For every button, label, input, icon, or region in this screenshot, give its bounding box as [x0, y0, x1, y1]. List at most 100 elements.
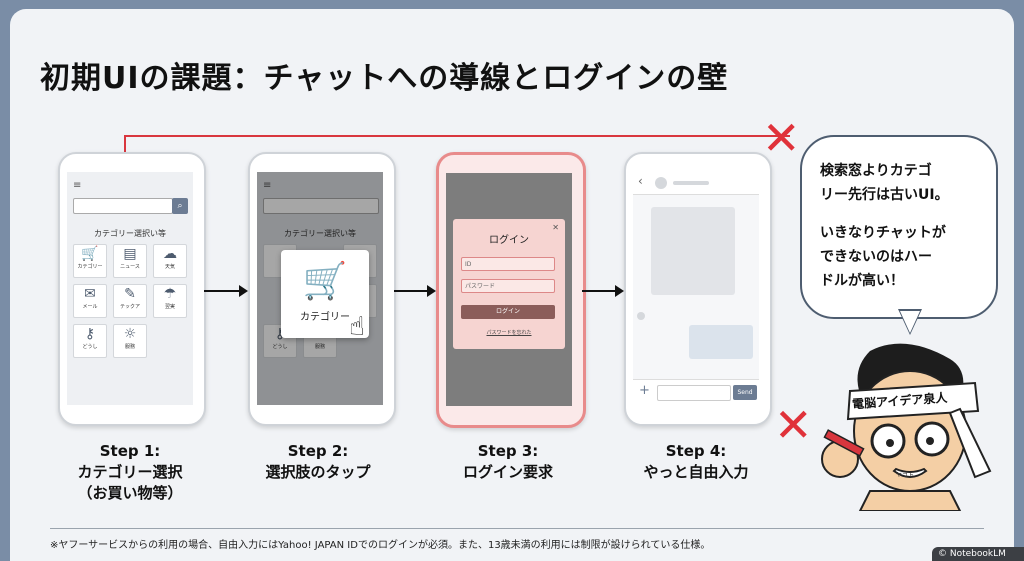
plus-icon[interactable]: +	[639, 383, 650, 398]
phone-step1: ≡ ⌕ カテゴリー選択い等 🛒 カテゴリー ▤ ニュース ☁ 天気 ✉ メール ✎ テック…	[58, 152, 206, 426]
step2-label: Step 2:	[287, 442, 349, 460]
chat-input[interactable]	[657, 385, 731, 401]
mail-icon: ✉	[84, 286, 96, 302]
character-illustration	[821, 343, 992, 511]
forgot-password-link[interactable]: パスワードを忘れた	[486, 330, 532, 336]
phone-step2: ≡ カテゴリー選択い等 ⚷どうし ☼服務 🛒 カテゴリー ☝	[248, 152, 396, 426]
footer-divider	[50, 528, 984, 529]
login-button[interactable]: ログイン	[461, 305, 555, 319]
step1-caption: Step 1: カテゴリー選択 （お買い物等）	[40, 441, 220, 504]
red-return-line-vertical	[124, 135, 126, 163]
search-input[interactable]	[73, 198, 173, 214]
slide-title: 初期UIの課題：チャットへの導線とログインの壁	[40, 61, 729, 96]
bubble-text-1-line2: リー先行は古いUI。	[820, 187, 949, 203]
category-cell-key[interactable]: ⚷どうし	[73, 324, 107, 358]
bubble-text-2: いきなりチャットが できないのはハー ドルが高い！	[820, 221, 946, 293]
bubble-text-2-line2: できないのはハー	[820, 249, 932, 265]
category-cell-label: カテゴリー	[77, 264, 103, 270]
id-field-placeholder: ID	[465, 261, 472, 268]
newspaper-icon: ▤	[123, 246, 137, 262]
category-cell-label: ニュース	[120, 264, 140, 270]
search-input[interactable]	[263, 198, 379, 214]
category-cell-cart[interactable]: 🛒 カテゴリー	[73, 244, 107, 278]
category-popup[interactable]: 🛒 カテゴリー	[281, 250, 369, 338]
umbrella-icon: ☂	[163, 286, 177, 302]
cart-icon: 🛒	[302, 261, 348, 302]
step3-caption: Step 3: ログイン要求	[418, 441, 598, 483]
flow-arrow-2	[394, 285, 436, 297]
category-cell-label: テックア	[119, 304, 140, 310]
bubble-text-1-line1: 検索窓よりカテゴ	[820, 163, 932, 179]
step3-label: Step 3:	[477, 442, 539, 460]
notebooklm-badge: © NotebookLM	[932, 547, 1024, 561]
cross-mark-bottom-icon: ✕	[774, 398, 813, 452]
login-dialog-title: ログイン	[489, 235, 529, 246]
bubble-text-2-line1: いきなりチャットが	[820, 225, 946, 241]
category-heading: カテゴリー選択い等	[94, 229, 166, 238]
step3-title: ログイン要求	[462, 463, 553, 481]
category-popup-label: カテゴリー	[300, 312, 350, 323]
category-cell-tech[interactable]: ✎ テックア	[113, 284, 147, 318]
tool-icon: ✎	[124, 286, 136, 302]
phone-step3: ログイン ✕ ID パスワード ログイン パスワードを忘れた	[436, 152, 586, 428]
category-cell-label: 翌実	[164, 304, 175, 310]
step4-title: やっと自由入力	[643, 463, 749, 481]
flow-arrow-3	[582, 285, 624, 297]
send-button[interactable]: Send	[733, 385, 757, 400]
tapping-hand-icon: ☝	[349, 312, 365, 342]
id-field[interactable]: ID	[461, 257, 555, 271]
phone-step3-screen: ログイン ✕ ID パスワード ログイン パスワードを忘れた	[446, 173, 572, 406]
category-cell-weather[interactable]: ☁ 天気	[153, 244, 187, 278]
password-field[interactable]: パスワード	[461, 279, 555, 293]
phone-step4-screen: ‹ + Send	[633, 172, 759, 405]
category-cell-label: メール	[82, 304, 98, 310]
back-icon[interactable]: ‹	[638, 174, 643, 188]
category-cell-news[interactable]: ▤ ニュース	[113, 244, 147, 278]
key-icon: ⚷	[274, 326, 286, 342]
category-cell-bulb[interactable]: ☼ 服務	[113, 324, 147, 358]
footnote: ※ヤフーサービスからの利用の場合、自由入力にはYahoo! JAPAN IDでの…	[50, 540, 711, 551]
weather-icon: ☁	[163, 246, 177, 262]
outgoing-message-bubble	[689, 325, 753, 359]
search-icon: ⌕	[177, 201, 183, 211]
slide: 初期UIの課題：チャットへの導線とログインの壁 ✕ ✕ ≡ ⌕ カテゴリー選択い…	[10, 9, 1014, 561]
incoming-message-bubble	[651, 207, 735, 295]
cart-icon: 🛒	[81, 246, 99, 262]
cross-mark-top-icon: ✕	[762, 111, 801, 165]
chat-header: ‹	[633, 172, 759, 195]
category-cell-label: 天気	[164, 264, 175, 270]
step2-caption: Step 2: 選択肢のタップ	[228, 441, 408, 483]
user-avatar-small	[637, 312, 645, 320]
category-cell-mail[interactable]: ✉ メール	[73, 284, 107, 318]
lightbulb-icon: ☼	[123, 326, 137, 342]
category-cell-umbrella[interactable]: ☂ 翌実	[153, 284, 187, 318]
character-shirt-text: ヤゴト	[896, 472, 915, 479]
hamburger-menu-icon[interactable]: ≡	[263, 180, 272, 191]
bubble-text-1: 検索窓よりカテゴ リー先行は古いUI。	[820, 159, 949, 207]
category-cell-label: 服務	[124, 344, 135, 350]
category-cell-label: 服務	[314, 344, 325, 350]
step2-title: 選択肢のタップ	[265, 463, 371, 481]
category-cell-label: どうし	[272, 344, 288, 350]
step4-caption: Step 4: やっと自由入力	[606, 441, 786, 483]
bubble-text-2-line3: ドルが高い！	[820, 273, 904, 289]
chat-name-placeholder	[673, 181, 709, 185]
speech-bubble: 検索窓よりカテゴ リー先行は古いUI。 いきなりチャットが できないのはハー ド…	[800, 135, 998, 319]
chat-input-bar: + Send	[633, 379, 759, 405]
category-cell-label: どうし	[82, 344, 98, 350]
close-icon[interactable]: ✕	[552, 223, 559, 232]
phone-step4: ‹ + Send	[624, 152, 772, 426]
step4-label: Step 4:	[665, 442, 727, 460]
avatar	[655, 177, 667, 189]
flow-arrow-1	[204, 285, 248, 297]
phone-step1-screen: ≡ ⌕ カテゴリー選択い等 🛒 カテゴリー ▤ ニュース ☁ 天気 ✉ メール ✎ テック…	[67, 172, 193, 405]
hamburger-menu-icon[interactable]: ≡	[73, 180, 82, 191]
red-return-line-horizontal	[124, 135, 790, 137]
phone-step2-screen: ≡ カテゴリー選択い等 ⚷どうし ☼服務 🛒 カテゴリー ☝	[257, 172, 383, 405]
step1-subtitle: （お買い物等）	[77, 484, 183, 502]
step1-label: Step 1:	[99, 442, 161, 460]
search-button[interactable]: ⌕	[172, 198, 188, 214]
login-dialog: ログイン ✕ ID パスワード ログイン パスワードを忘れた	[453, 219, 565, 349]
step1-title: カテゴリー選択	[77, 463, 183, 481]
category-heading: カテゴリー選択い等	[284, 229, 356, 238]
